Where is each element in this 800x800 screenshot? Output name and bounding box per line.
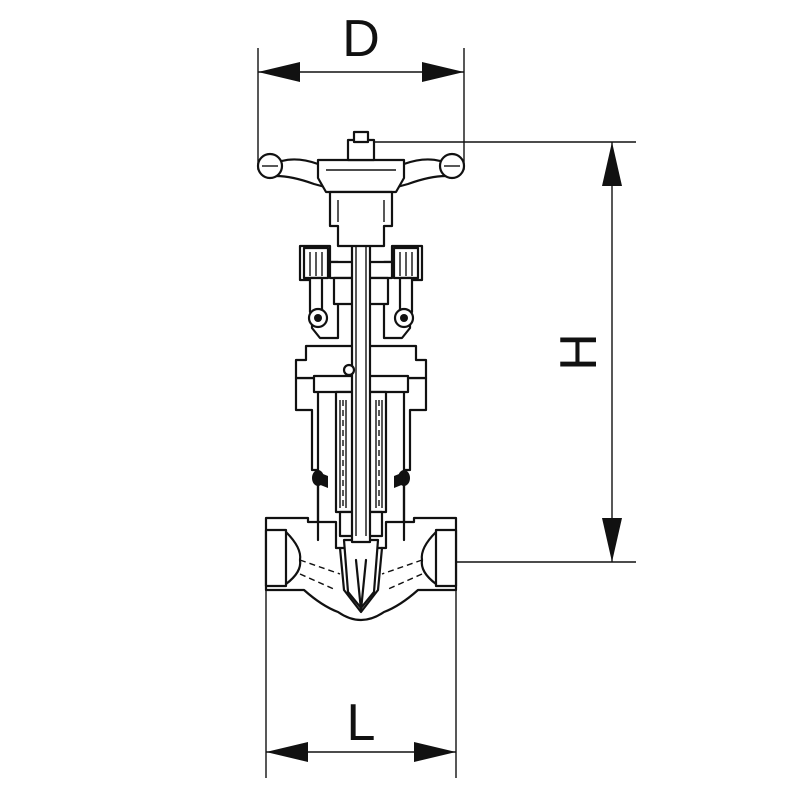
dimension-l: L — [265, 590, 457, 778]
dimension-d-label: D — [342, 10, 380, 68]
dimension-h: H — [362, 141, 636, 563]
dimension-l-label: L — [347, 694, 376, 752]
dimension-d: D — [257, 10, 465, 170]
dimension-h-label: H — [550, 333, 608, 371]
handwheel — [256, 130, 466, 248]
